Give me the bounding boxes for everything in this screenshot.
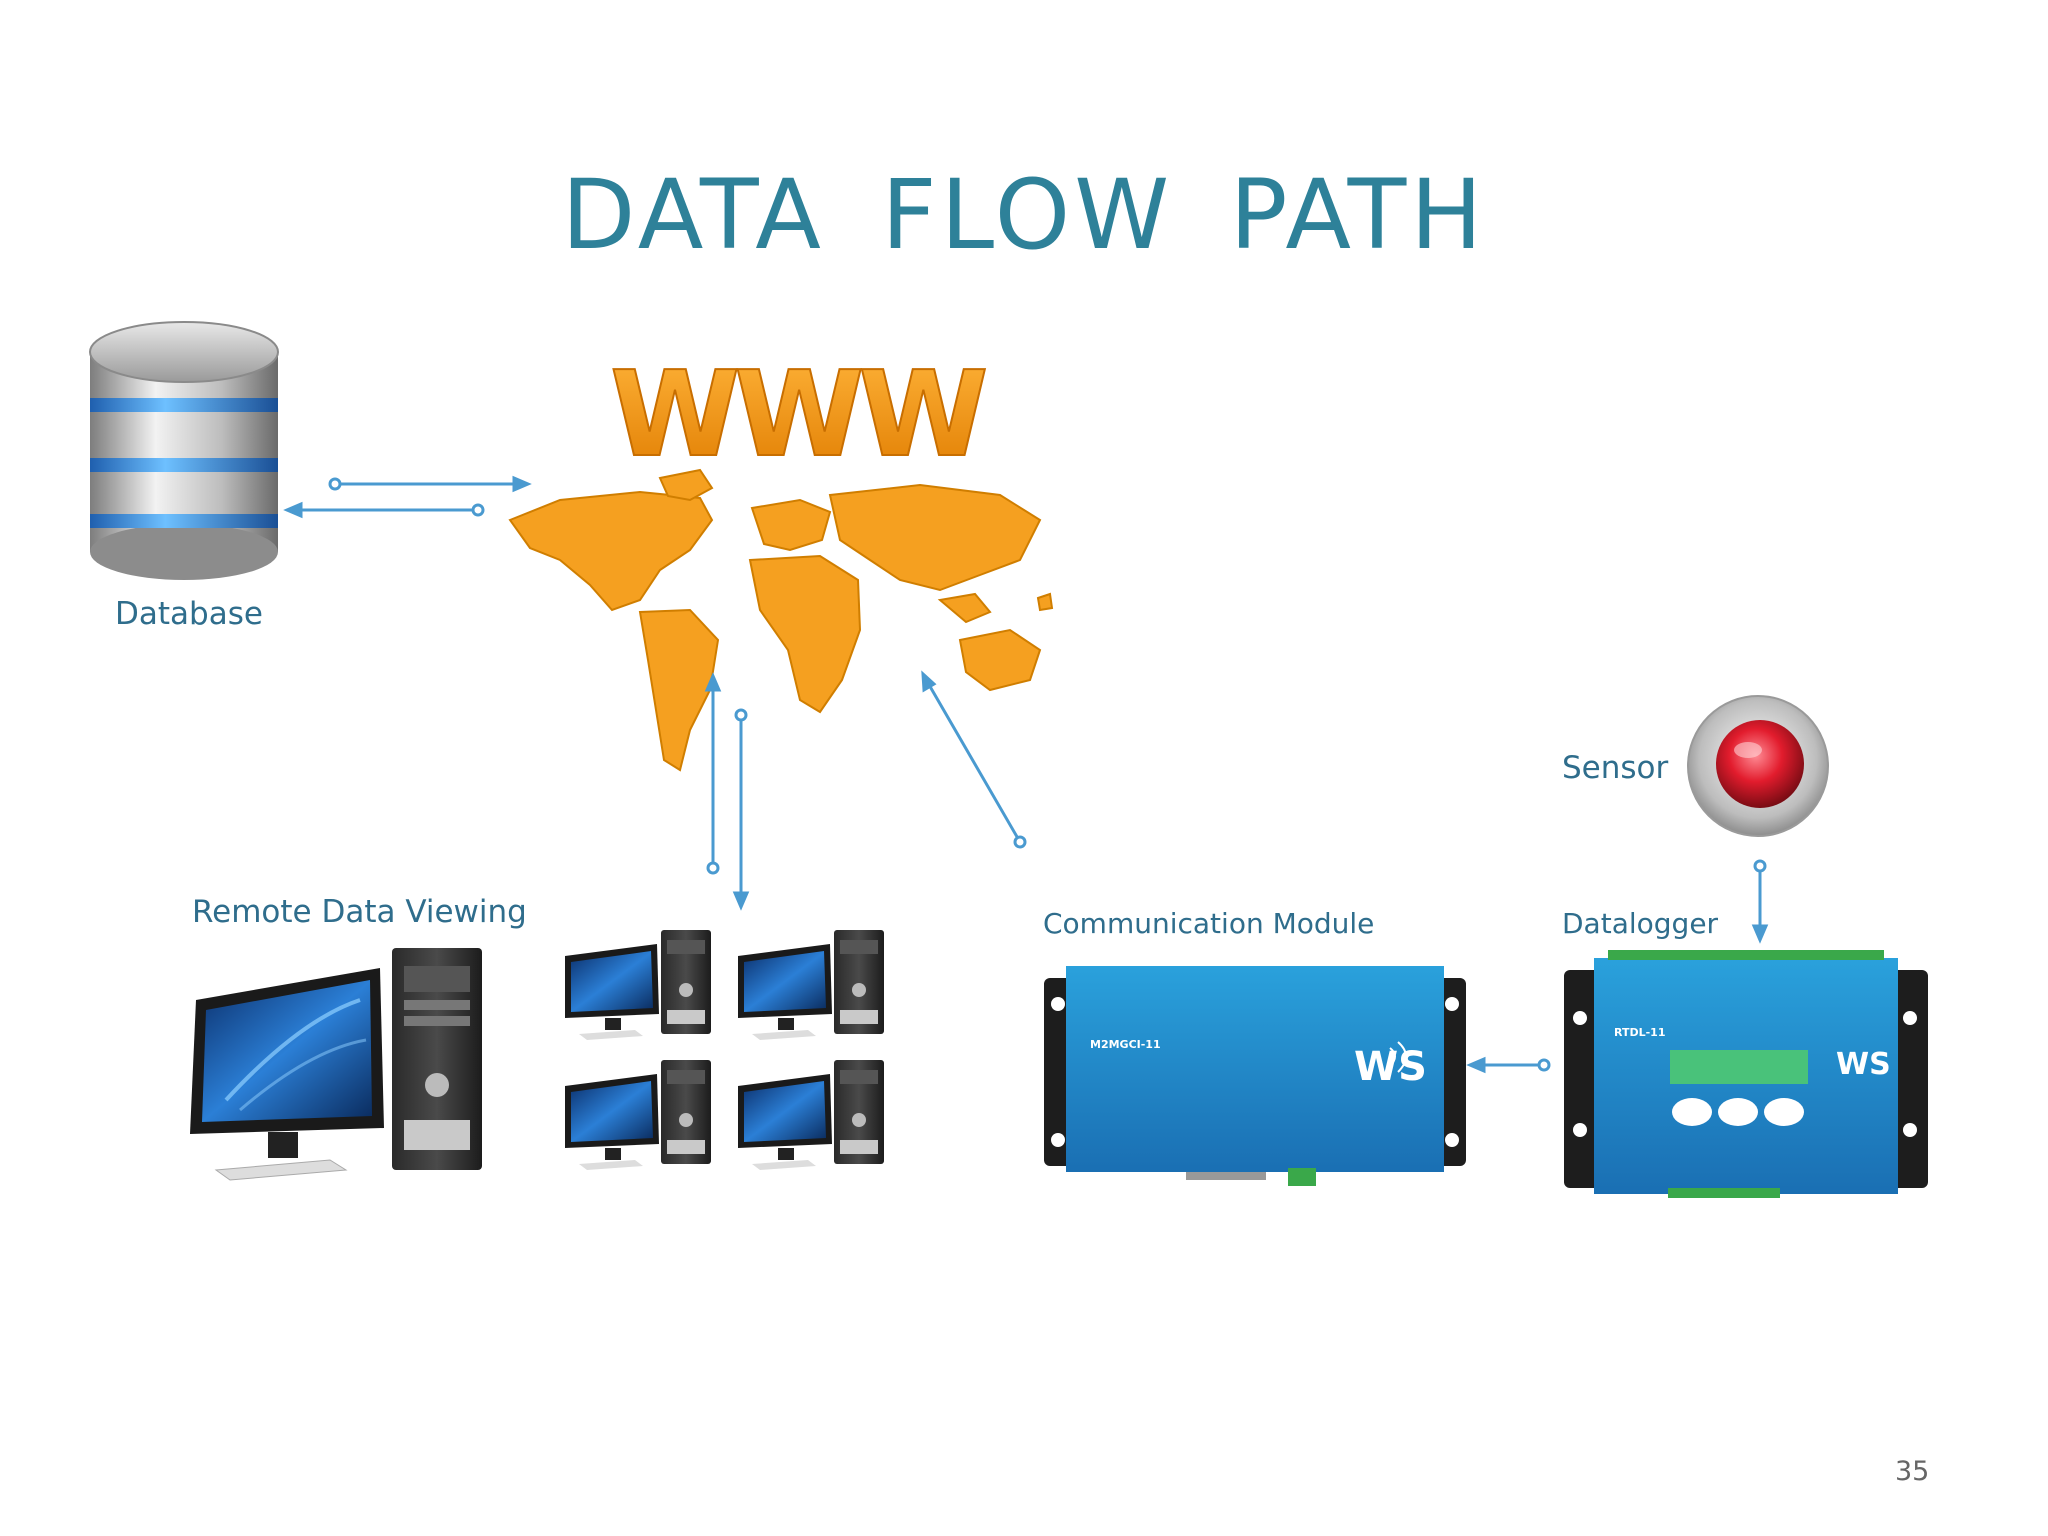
communication-module-label: Communication Module bbox=[1043, 907, 1375, 940]
database-label: Database bbox=[115, 596, 263, 632]
datalogger-brand-logo: WS bbox=[1836, 1047, 1891, 1082]
remote-data-viewing-label: Remote Data Viewing bbox=[192, 894, 527, 930]
communication-module-icon: M2MGCI-11 WS bbox=[1044, 966, 1466, 1186]
slide-title: DATA FLOW PATH bbox=[561, 159, 1487, 272]
comm-www-arrow bbox=[921, 670, 1027, 849]
sensor-label: Sensor bbox=[1562, 750, 1669, 786]
sensor-logger-arrow bbox=[1751, 859, 1769, 944]
remote-pc-large-icon bbox=[190, 948, 482, 1181]
logger-comm-arrow bbox=[1466, 1056, 1551, 1074]
remote-pc-small-icon-4 bbox=[738, 1060, 884, 1170]
datalogger-icon: RTDL-11 WS bbox=[1564, 950, 1928, 1198]
comm-model-label: M2MGCI-11 bbox=[1090, 1038, 1161, 1051]
sensor-icon bbox=[1687, 695, 1829, 837]
remote-pc-small-icon-2 bbox=[738, 930, 884, 1040]
page-number: 35 bbox=[1895, 1456, 1930, 1487]
www-text: WWW bbox=[610, 345, 985, 483]
remote-pc-small-icon-1 bbox=[565, 930, 711, 1040]
datalogger-model-label: RTDL-11 bbox=[1614, 1026, 1666, 1039]
www-remote-arrows bbox=[704, 672, 750, 911]
datalogger-label: Datalogger bbox=[1562, 907, 1719, 940]
comm-brand-logo: WS bbox=[1354, 1044, 1427, 1090]
db-www-arrows bbox=[283, 475, 532, 519]
www-globe-icon: WWW bbox=[508, 344, 1054, 772]
remote-pc-small-icon-3 bbox=[565, 1060, 711, 1170]
database-icon bbox=[89, 321, 279, 580]
